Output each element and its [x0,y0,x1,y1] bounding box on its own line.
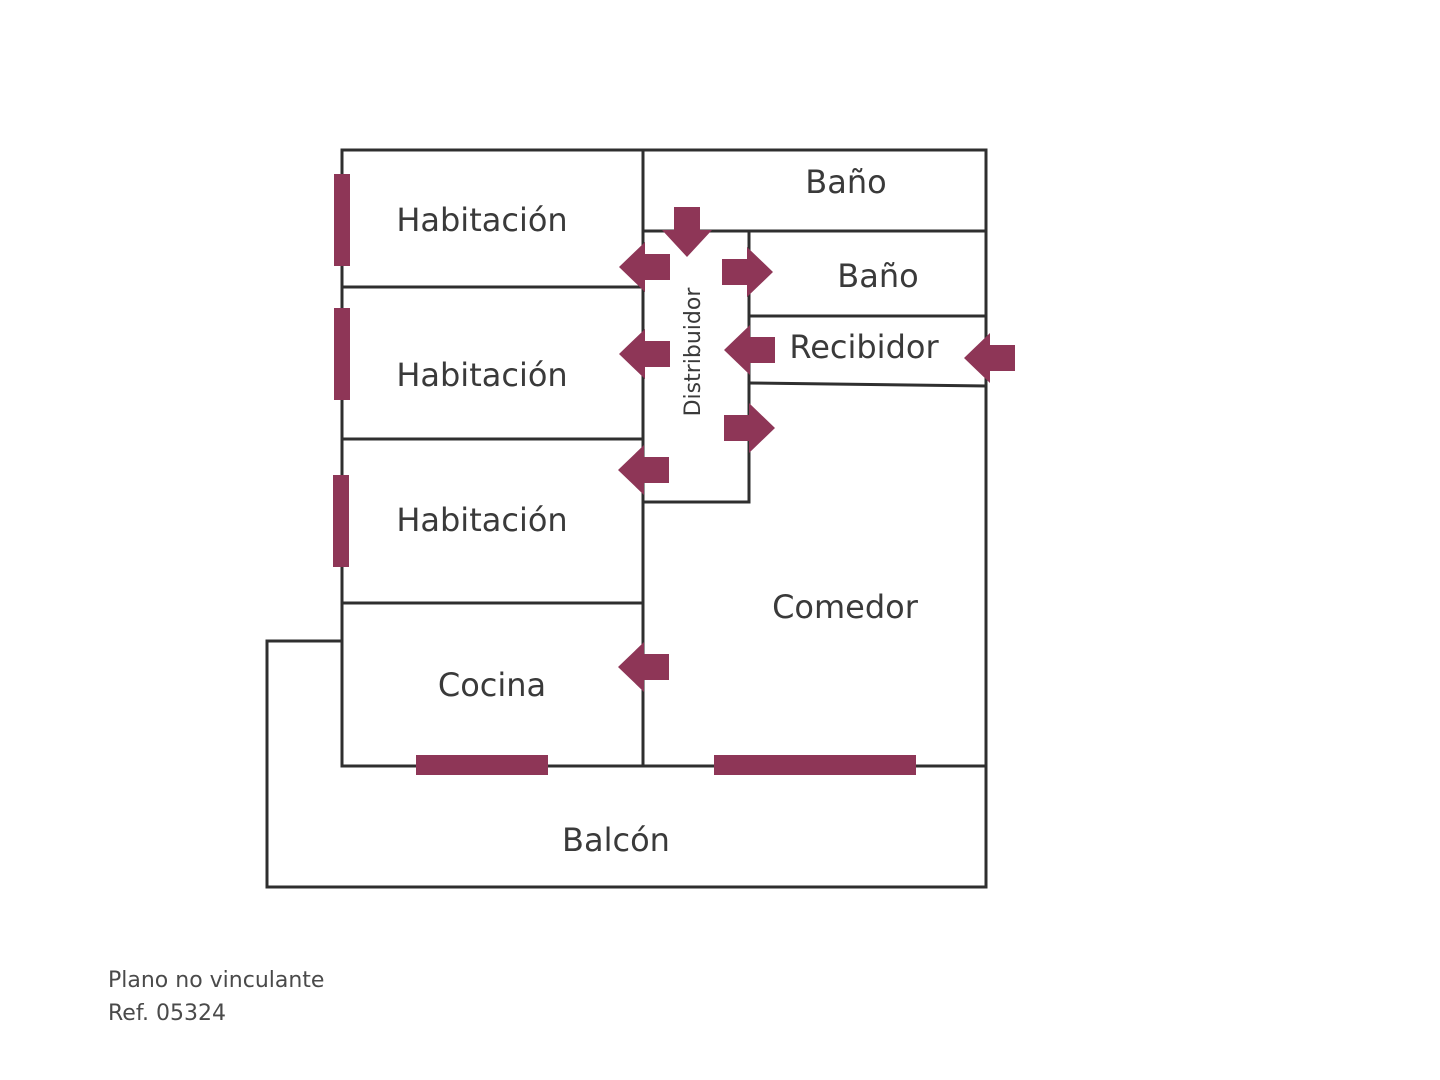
window-comedor-balcon [714,755,916,775]
label-cocina: Cocina [438,666,546,704]
window-hab2 [334,308,350,400]
label-distribuidor: Distribuidor [681,287,706,417]
arrow-left-icon [724,325,775,375]
label-bano-2: Baño [837,257,918,295]
label-recibidor: Recibidor [789,328,939,366]
arrow-right-icon [724,403,775,453]
door-arrows [618,207,1015,692]
arrow-down-icon [662,207,712,257]
window-hab3 [333,475,349,567]
arrow-left-icon [618,642,669,692]
arrow-right-icon [722,247,773,297]
room-labels: Habitación Habitación Habitación Cocina … [396,163,939,859]
wall-recibidor-comedor [747,381,988,388]
arrow-left-icon [618,445,669,495]
disclaimer-text: Plano no vinculante [108,968,325,993]
window-cocina-balcon [416,755,548,775]
arrow-left-icon [619,242,670,292]
plan-footer: Plano no vinculante Ref. 05324 [108,964,324,1030]
window-hab1 [334,174,350,266]
label-habitacion-2: Habitación [396,356,567,394]
arrow-left-icon [619,329,670,379]
arrow-left-icon [964,333,1015,383]
window-openings [333,174,916,775]
label-bano-1: Baño [805,163,886,201]
label-comedor: Comedor [772,588,919,626]
label-habitacion-3: Habitación [396,501,567,539]
reference-text: Ref. 05324 [108,1001,226,1026]
label-habitacion-1: Habitación [396,201,567,239]
label-balcon: Balcón [562,821,670,859]
